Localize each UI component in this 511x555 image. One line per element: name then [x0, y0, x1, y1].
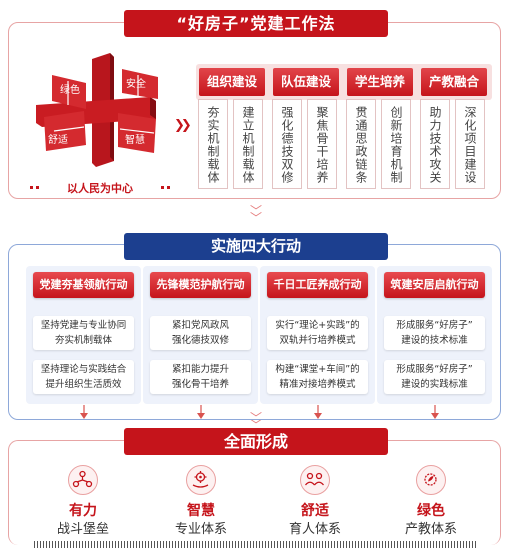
outcome-label: 战斗堡垒: [56, 522, 109, 537]
category-industry-education: 产教融合: [421, 68, 487, 96]
category-team-building: 队伍建设: [273, 68, 339, 96]
arrow-down-icon: [431, 405, 439, 419]
vertical-card: 创新培育机制: [381, 99, 411, 189]
gear-hand-icon: [186, 465, 216, 495]
vertical-card: 贯通思政链条: [346, 99, 376, 189]
action-item: 构建“课堂+车间”的精准对接培养模式: [267, 360, 368, 394]
methodology-title: “好房子”党建工作法: [124, 10, 388, 37]
puzzle-label-smart: 智慧: [125, 133, 145, 146]
puzzle-label-comfort: 舒适: [48, 133, 68, 146]
category-student-cultivation: 学生培养: [347, 68, 413, 96]
action-item: 坚持理论与实践结合提升组织生活质效: [33, 360, 134, 394]
vertical-card: 助力技术攻关: [420, 99, 450, 189]
action-header-vanguard: 先锋模范护航行动: [150, 272, 251, 298]
caption-decoration: [30, 186, 170, 189]
action-item: 坚持党建与专业协同夯实机制载体: [33, 316, 134, 350]
puzzle-label-safety: 安全: [126, 77, 146, 90]
action-item: 形成服务“好房子”建设的实践标准: [384, 360, 485, 394]
decorative-ruler: [34, 541, 478, 548]
action-item: 紧扣能力提升强化骨干培养: [150, 360, 251, 394]
vertical-card: 建立机制载体: [233, 99, 263, 189]
people-icon: [300, 465, 330, 495]
outcome-label: 育人体系: [288, 522, 341, 537]
leaf-gear-icon: [416, 465, 446, 495]
outcome-label: 专业体系: [174, 522, 227, 537]
outcome-label: 产教体系: [404, 522, 457, 537]
outcomes-title: 全面形成: [124, 428, 388, 455]
house-puzzle-graphic: 绿色 安全 舒适 智慧: [36, 53, 158, 167]
network-icon: [68, 465, 98, 495]
action-item: 形成服务“好房子”建设的技术标准: [384, 316, 485, 350]
vertical-card: 深化项目建设: [455, 99, 485, 189]
action-header-housing: 筑建安居启航行动: [384, 272, 485, 298]
vertical-card: 夯实机制载体: [198, 99, 228, 189]
action-header-craftsman: 千日工匠养成行动: [267, 272, 368, 298]
chevron-down-icon: ﹀﹀: [249, 204, 262, 225]
arrow-down-icon: [314, 405, 322, 419]
puzzle-label-green: 绿色: [60, 83, 80, 96]
outcome-keyword: 智慧: [187, 503, 215, 519]
actions-title: 实施四大行动: [124, 233, 388, 260]
arrow-down-icon: [197, 405, 205, 419]
vertical-card: 强化德技双修: [272, 99, 302, 189]
people-centered-caption: 以人民为中心: [67, 182, 133, 195]
action-item: 实行“理论+实践”的双轨并行培养模式: [267, 316, 368, 350]
outcome-keyword: 绿色: [417, 503, 445, 519]
outcome-keyword: 有力: [69, 503, 97, 519]
arrow-down-icon: [80, 405, 88, 419]
outcome-keyword: 舒适: [301, 503, 329, 519]
action-header-party-foundation: 党建夯基领航行动: [33, 272, 134, 298]
vertical-card: 聚焦骨干培养: [307, 99, 337, 189]
category-org-building: 组织建设: [199, 68, 265, 96]
chevron-right-icon: ❯❯: [174, 118, 192, 133]
action-item: 紧扣党风政风强化德技双修: [150, 316, 251, 350]
